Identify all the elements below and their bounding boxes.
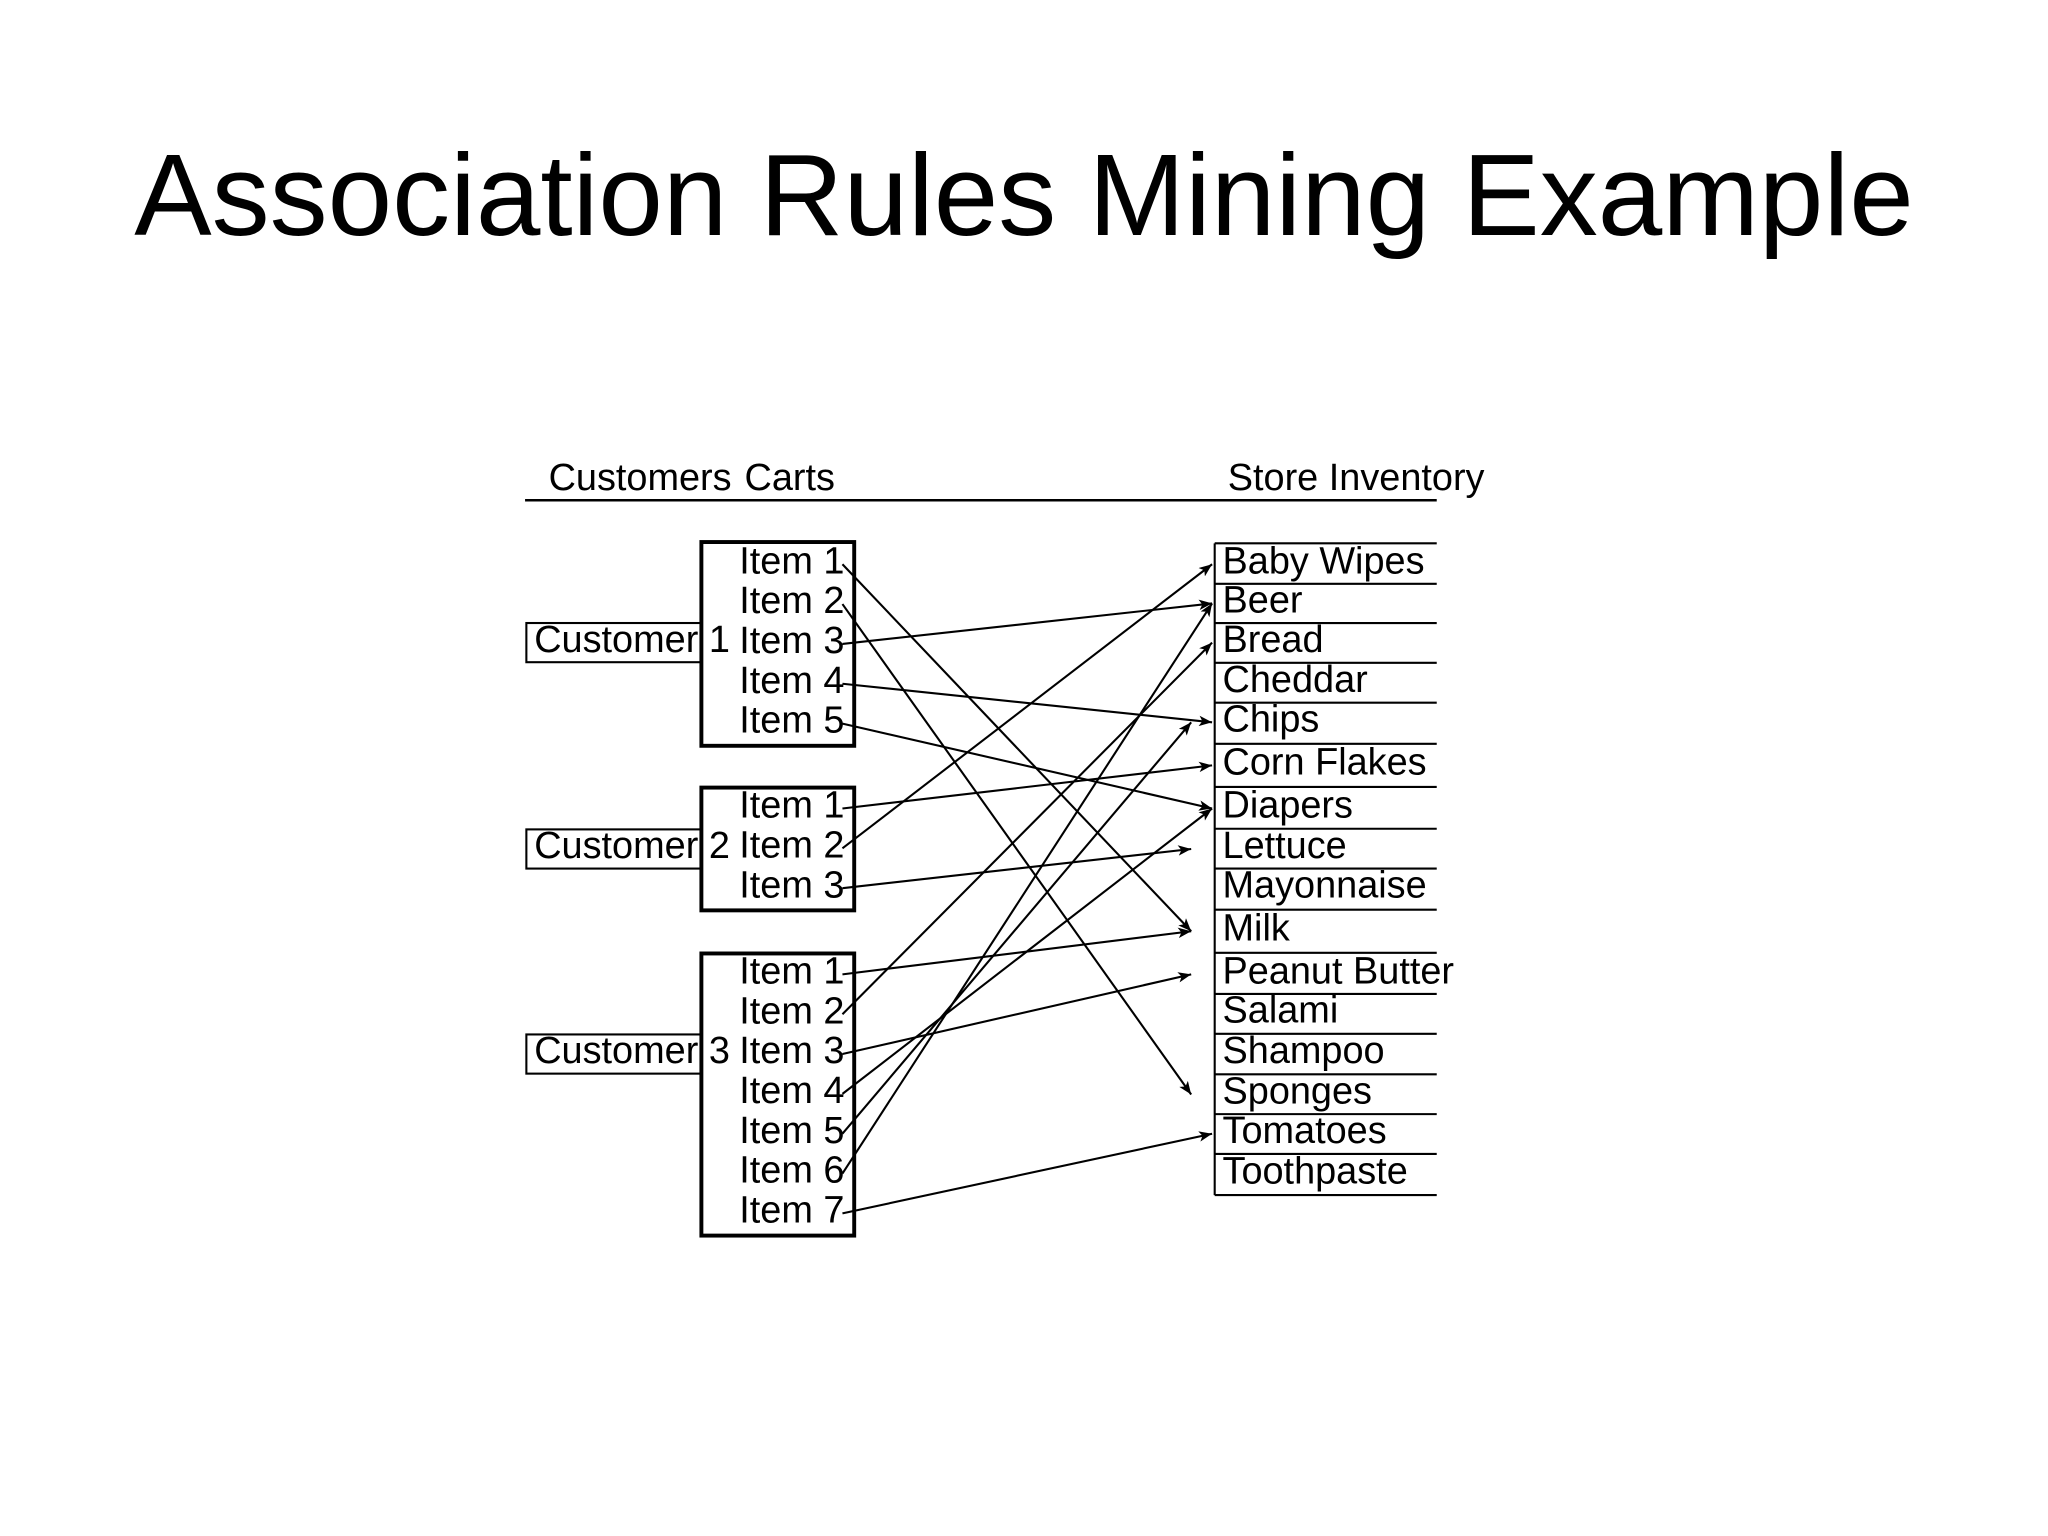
link-arrow-customer-1-item-3-to-beer [842,599,1213,645]
inventory-item-tomatoes: Tomatoes [1223,1110,1387,1152]
link-arrow-customer-2-item-1-to-corn-flakes [842,761,1213,810]
inventory-item-shampoo: Shampoo [1223,1030,1385,1072]
header-carts: Carts [744,457,834,499]
customer-1-cart-item: Item 2 [739,580,844,622]
customer-1-cart-item: Item 4 [739,660,844,702]
customer-1-cart-item: Item 1 [739,540,844,582]
link-arrow-customer-3-item-5-to-chips [841,721,1192,1135]
customer-3-cart-item: Item 4 [739,1070,844,1112]
inventory-item-corn-flakes: Corn Flakes [1223,742,1427,784]
link-arrow-customer-3-item-7-to-tomatoes [842,1131,1213,1215]
customer-3-cart-item: Item 1 [739,951,844,993]
link-arrow-customer-3-item-3-to-peanut-butter [842,972,1192,1056]
inventory-item-milk: Milk [1223,907,1290,949]
link-arrow-customer-3-item-2-to-bread [841,641,1213,1015]
inventory-item-toothpaste: Toothpaste [1223,1150,1408,1192]
inventory-item-lettuce: Lettuce [1223,825,1347,867]
customer-2-cart [699,785,857,913]
customer-3-cart-item: Item 2 [739,990,844,1032]
inventory-item-diapers: Diapers [1223,785,1353,827]
customer-3-cart-item: Item 7 [739,1190,844,1232]
customer-1-label: Customer 1 [534,619,730,661]
link-arrow-customer-2-item-3-to-lettuce [842,845,1192,890]
customer-3-cart-item: Item 6 [739,1150,844,1192]
customer-2-cart-item: Item 2 [739,824,844,866]
customer-3-cart [699,951,857,1238]
customer-2-cart-item: Item 3 [739,864,844,906]
link-arrow-customer-1-item-5-to-diapers [842,722,1213,811]
customer-1-cart-item: Item 3 [739,620,844,662]
inventory-item-peanut-butter: Peanut Butter [1223,951,1455,993]
inventory-item-beer: Beer [1223,580,1303,622]
inventory-item-salami: Salami [1223,990,1339,1032]
customer-1-cart-item: Item 5 [739,700,844,742]
header-customers: Customers [549,457,732,499]
customer-2-label: Customer 2 [534,825,730,867]
link-arrow-customer-2-item-2-to-baby-wipes [841,563,1213,850]
inventory-item-mayonnaise: Mayonnaise [1223,864,1427,906]
header-store-inventory: Store Inventory [1228,457,1485,499]
inventory-item-bread: Bread [1223,619,1324,661]
customer-3-cart-item: Item 5 [739,1110,844,1152]
link-arrow-customer-3-item-4-to-diapers [841,807,1213,1095]
customer-1-cart [699,540,857,748]
link-arrow-customer-3-item-6-to-beer [841,602,1213,1175]
link-arrow-customer-1-item-4-to-chips [842,682,1213,727]
link-arrow-customer-3-item-1-to-milk [842,927,1192,976]
link-arrow-customer-1-item-2-to-sponges [841,603,1193,1096]
customer-3-cart-item: Item 3 [739,1030,844,1072]
customer-2-cart-item: Item 1 [739,785,844,827]
customer-3-label: Customer 3 [534,1030,730,1072]
inventory-item-cheddar: Cheddar [1223,659,1368,701]
slide-title: Association Rules Mining Example [134,130,1914,260]
inventory-item-baby-wipes: Baby Wipes [1223,540,1425,582]
inventory-item-sponges: Sponges [1223,1071,1372,1113]
inventory-item-chips: Chips [1223,698,1320,740]
